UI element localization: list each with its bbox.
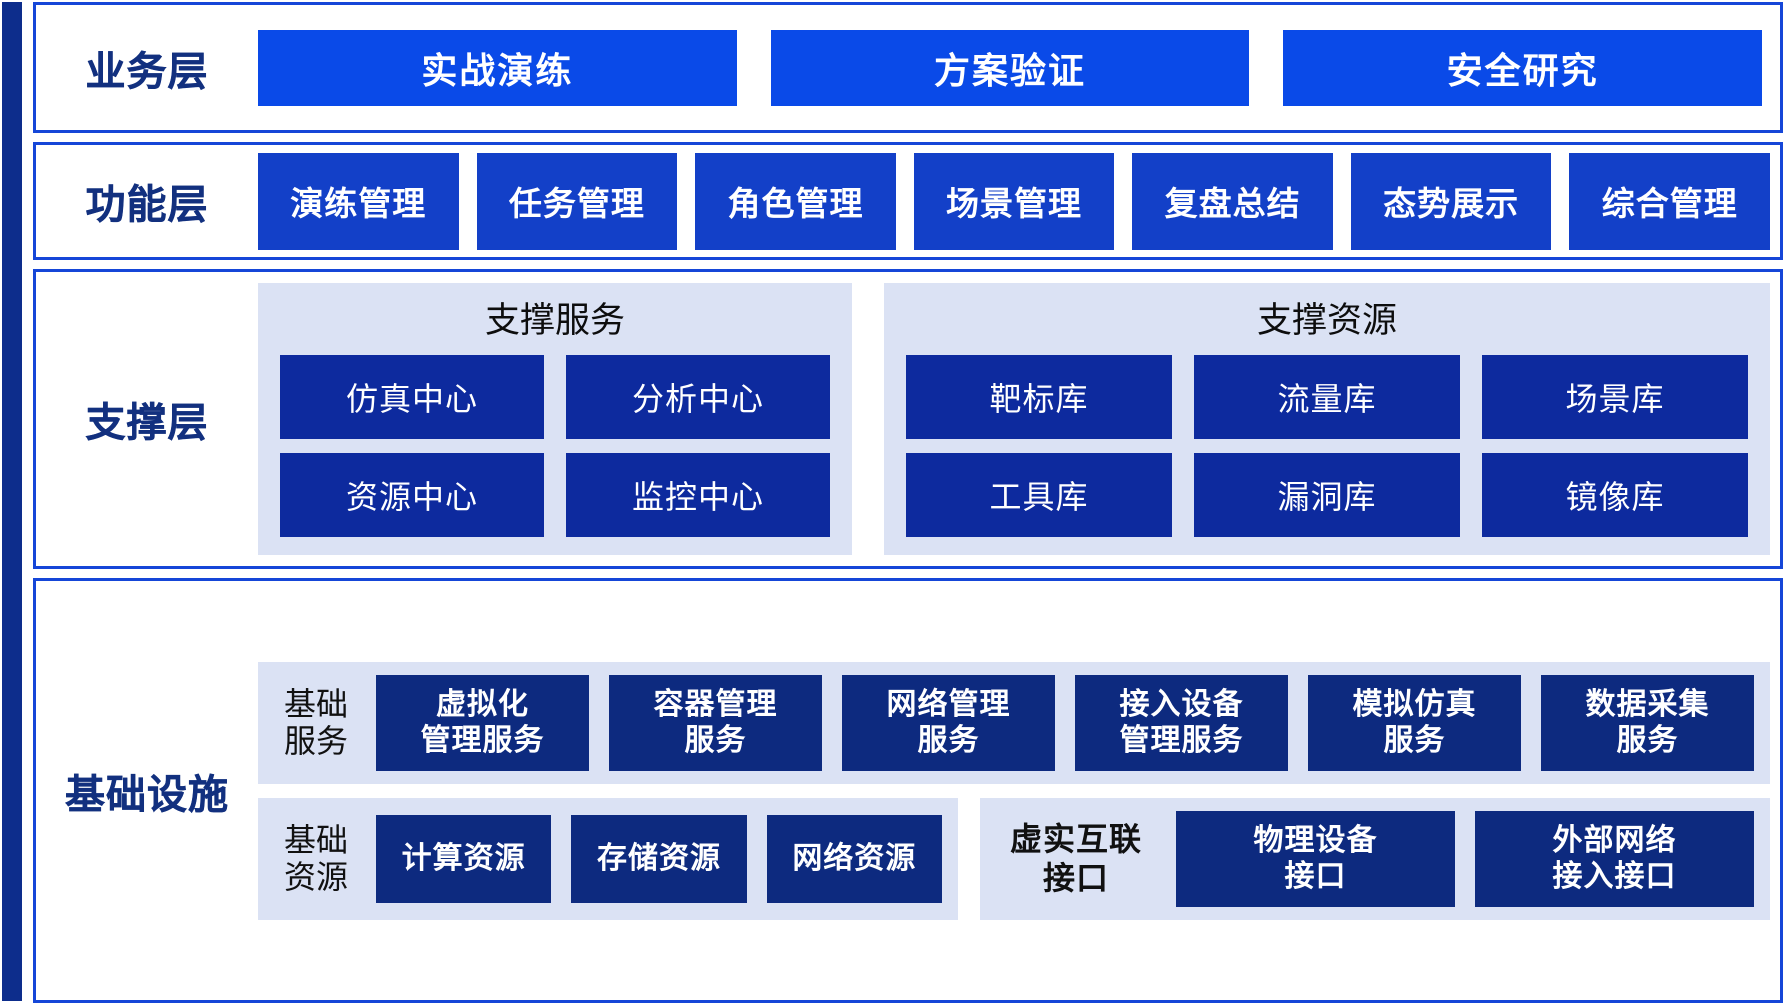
function-tile-list: 演练管理任务管理角色管理场景管理复盘总结态势展示综合管理: [258, 152, 1780, 250]
infrastructure-tile-list: 虚拟化管理服务容器管理服务网络管理服务接入设备管理服务模拟仿真服务数据采集服务: [376, 674, 1754, 771]
infrastructure-tile[interactable]: 虚拟化管理服务: [376, 674, 589, 771]
infrastructure-tile[interactable]: 网络资源: [766, 814, 942, 903]
infrastructure-band-interfaces: 虚实互联接口物理设备接口外部网络接入接口: [980, 797, 1770, 920]
layer-support-title: 支撑层: [85, 401, 209, 445]
layer-function: 功能层 演练管理任务管理角色管理场景管理复盘总结态势展示综合管理: [33, 142, 1783, 260]
function-tile[interactable]: 演练管理: [258, 152, 459, 250]
infrastructure-tile-list: 虚实互联接口物理设备接口外部网络接入接口: [996, 810, 1755, 907]
infrastructure-band-label: 基础资源: [283, 821, 348, 895]
infrastructure-tile[interactable]: 模拟仿真服务: [1308, 674, 1521, 771]
infrastructure-tile[interactable]: 数据采集服务: [1541, 674, 1754, 771]
left-accent-bar: [2, 2, 22, 1001]
function-tile[interactable]: 场景管理: [913, 152, 1115, 250]
support-tile[interactable]: 场景库: [1482, 354, 1748, 439]
layer-business-title: 业务层: [85, 49, 209, 94]
infrastructure-row-resources: 基础资源计算资源存储资源网络资源虚实互联接口物理设备接口外部网络接入接口: [258, 797, 1770, 920]
support-group-row: 靶标库流量库场景库: [906, 354, 1748, 439]
support-tile[interactable]: 仿真中心: [280, 354, 544, 439]
layer-business: 业务层 实战演练方案验证安全研究: [33, 2, 1783, 133]
layer-infrastructure: 基础设施 基础服务虚拟化管理服务容器管理服务网络管理服务接入设备管理服务模拟仿真…: [33, 578, 1783, 1003]
support-tile[interactable]: 工具库: [906, 452, 1172, 537]
layer-business-body: 实战演练方案验证安全研究: [258, 5, 1780, 130]
infrastructure-tile[interactable]: 计算资源: [376, 814, 552, 903]
support-group-title: 支撑资源: [1256, 301, 1397, 340]
support-group-row: 资源中心监控中心: [280, 452, 830, 537]
infrastructure-tile[interactable]: 外部网络接入接口: [1475, 810, 1755, 907]
support-group-grid: 仿真中心分析中心资源中心监控中心: [280, 354, 830, 537]
layer-support: 支撑层 支撑服务仿真中心分析中心资源中心监控中心支撑资源靶标库流量库场景库工具库…: [33, 269, 1783, 569]
business-tile[interactable]: 方案验证: [770, 29, 1250, 106]
infrastructure-band-label: 基础服务: [283, 685, 348, 759]
support-tile[interactable]: 分析中心: [566, 354, 830, 439]
business-tile[interactable]: 安全研究: [1283, 29, 1763, 106]
infrastructure-row-services: 基础服务虚拟化管理服务容器管理服务网络管理服务接入设备管理服务模拟仿真服务数据采…: [258, 661, 1770, 784]
support-group-grid: 靶标库流量库场景库工具库漏洞库镜像库: [906, 354, 1748, 537]
infrastructure-tile[interactable]: 存储资源: [571, 814, 747, 903]
infrastructure-tile-list: 计算资源存储资源网络资源: [376, 814, 942, 903]
support-group-row: 仿真中心分析中心: [280, 354, 830, 439]
infrastructure-tile[interactable]: 物理设备接口: [1176, 810, 1456, 907]
support-group: 支撑服务仿真中心分析中心资源中心监控中心: [258, 283, 852, 555]
layer-function-body: 演练管理任务管理角色管理场景管理复盘总结态势展示综合管理: [258, 145, 1780, 257]
infrastructure-band-list: 基础服务虚拟化管理服务容器管理服务网络管理服务接入设备管理服务模拟仿真服务数据采…: [258, 581, 1780, 1000]
layer-support-body: 支撑服务仿真中心分析中心资源中心监控中心支撑资源靶标库流量库场景库工具库漏洞库镜…: [258, 272, 1780, 566]
infrastructure-tile[interactable]: 容器管理服务: [609, 674, 822, 771]
support-tile[interactable]: 资源中心: [280, 452, 544, 537]
layer-infrastructure-body: 基础服务虚拟化管理服务容器管理服务网络管理服务接入设备管理服务模拟仿真服务数据采…: [258, 581, 1780, 1000]
business-tile-list: 实战演练方案验证安全研究: [258, 29, 1780, 106]
function-tile[interactable]: 综合管理: [1569, 152, 1771, 250]
support-tile[interactable]: 靶标库: [906, 354, 1172, 439]
function-tile[interactable]: 复盘总结: [1132, 152, 1333, 250]
infrastructure-band-services: 基础服务虚拟化管理服务容器管理服务网络管理服务接入设备管理服务模拟仿真服务数据采…: [258, 661, 1770, 784]
support-group-list: 支撑服务仿真中心分析中心资源中心监控中心支撑资源靶标库流量库场景库工具库漏洞库镜…: [258, 283, 1780, 555]
layer-function-title: 功能层: [85, 183, 209, 227]
function-tile[interactable]: 任务管理: [476, 152, 678, 250]
support-group-title: 支撑服务: [484, 301, 625, 340]
function-tile[interactable]: 角色管理: [695, 152, 896, 250]
infrastructure-label-tile: 虚实互联接口: [1010, 821, 1143, 896]
infrastructure-band-resources: 基础资源计算资源存储资源网络资源: [258, 797, 958, 920]
support-tile[interactable]: 监控中心: [566, 452, 830, 537]
architecture-diagram: 业务层 实战演练方案验证安全研究 功能层 演练管理任务管理角色管理场景管理复盘总…: [33, 2, 1783, 1003]
support-tile[interactable]: 镜像库: [1482, 452, 1748, 537]
support-group: 支撑资源靶标库流量库场景库工具库漏洞库镜像库: [884, 283, 1770, 555]
business-tile[interactable]: 实战演练: [258, 29, 737, 106]
support-tile[interactable]: 漏洞库: [1194, 452, 1460, 537]
function-tile[interactable]: 态势展示: [1350, 152, 1552, 250]
support-tile[interactable]: 流量库: [1194, 354, 1460, 439]
layer-infrastructure-title: 基础设施: [65, 772, 229, 817]
infrastructure-tile[interactable]: 网络管理服务: [842, 674, 1055, 771]
infrastructure-tile[interactable]: 接入设备管理服务: [1075, 674, 1288, 771]
support-group-row: 工具库漏洞库镜像库: [906, 452, 1748, 537]
